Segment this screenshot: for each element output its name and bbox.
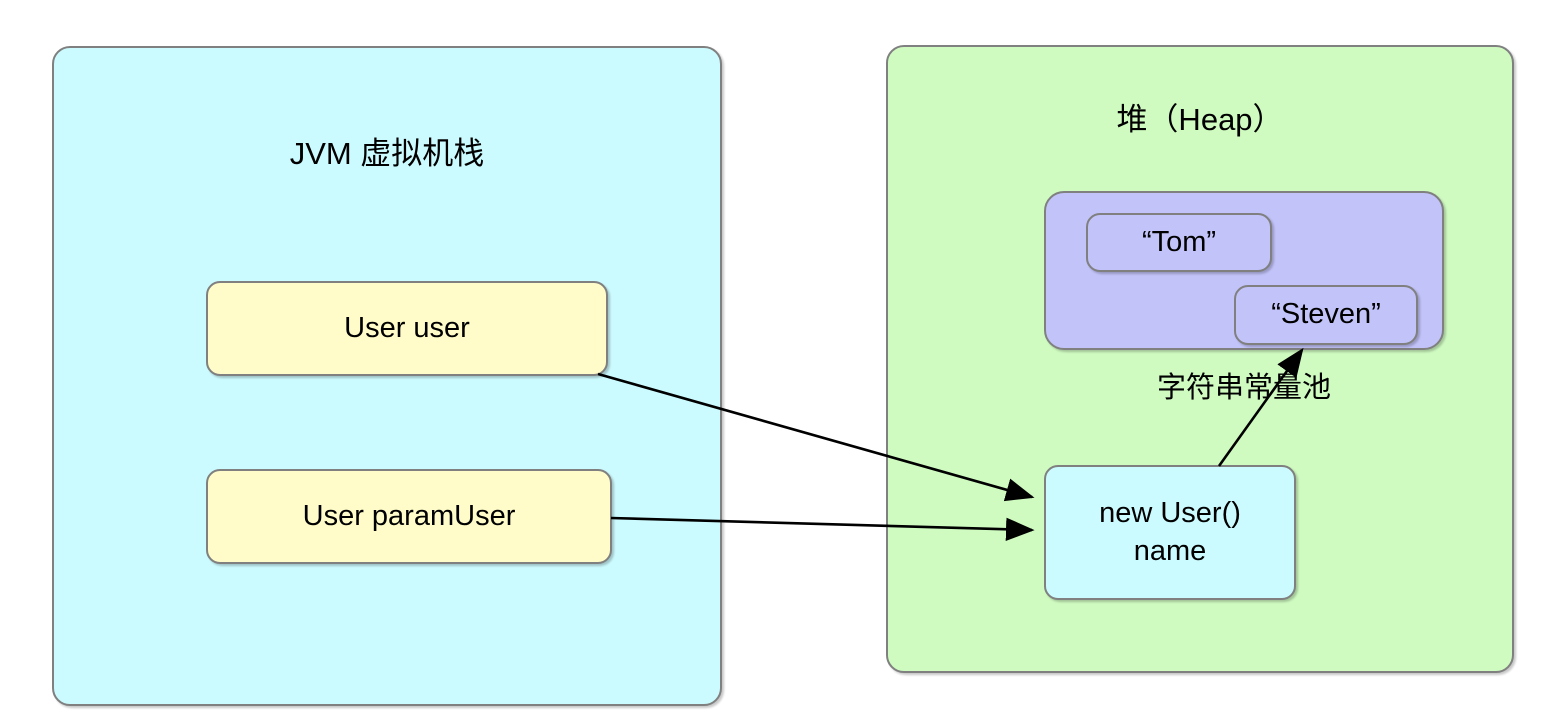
stack-variable-param-user[interactable]: User paramUser [206, 469, 612, 564]
heap-object-line1: new User() [1099, 497, 1241, 530]
heap-title: 堆（Heap） [1116, 102, 1284, 137]
stack-variable-user[interactable]: User user [206, 281, 608, 376]
string-constant-pool-label: 字符串常量池 [1156, 372, 1331, 404]
jvm-stack-title: JVM 虚拟机栈 [289, 136, 485, 171]
pool-string-steven[interactable]: “Steven” [1234, 285, 1418, 345]
pool-string-tom-label: “Tom” [1141, 225, 1217, 258]
pool-string-steven-label: “Steven” [1271, 298, 1381, 331]
heap-object-line2: name [1133, 534, 1207, 567]
heap-object-new-user[interactable]: new User() name [1044, 465, 1296, 600]
pool-string-tom[interactable]: “Tom” [1086, 213, 1272, 272]
stack-variable-user-label: User user [344, 311, 470, 344]
stack-variable-param-user-label: User paramUser [302, 499, 516, 532]
